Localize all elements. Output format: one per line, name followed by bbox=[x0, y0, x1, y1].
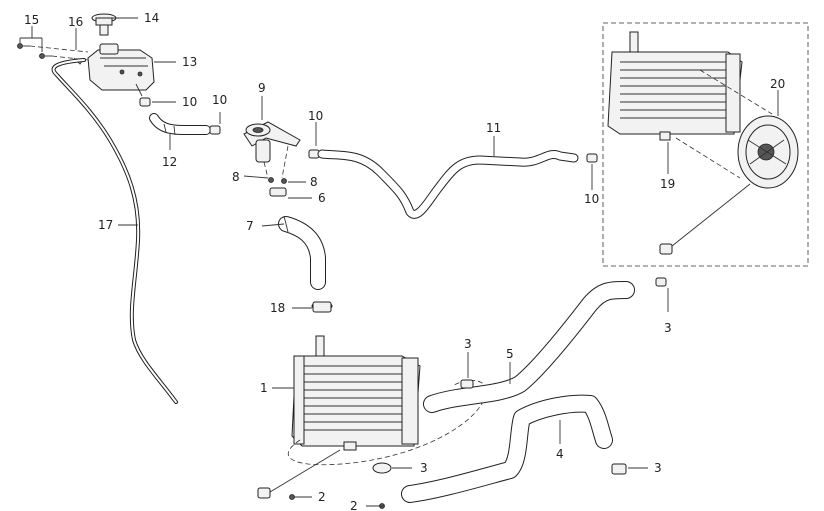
radiator-guide bbox=[287, 380, 487, 466]
reservoir-cap bbox=[91, 13, 117, 36]
leader-lines bbox=[19, 17, 779, 507]
callout-17: 17 bbox=[98, 218, 113, 232]
hose-11 bbox=[317, 149, 579, 219]
callout-4: 4 bbox=[556, 447, 564, 461]
callout-3-c: 3 bbox=[420, 461, 428, 475]
callout-10-c: 10 bbox=[308, 109, 323, 123]
callout-18: 18 bbox=[270, 301, 285, 315]
callout-13: 13 bbox=[182, 55, 197, 69]
callout-19: 19 bbox=[660, 177, 675, 191]
cooling-fan bbox=[659, 69, 799, 255]
callout-10-b: 10 bbox=[212, 93, 227, 107]
callout-10-d: 10 bbox=[584, 192, 599, 206]
filler-neck bbox=[243, 121, 301, 197]
clamp-18 bbox=[311, 301, 333, 313]
callout-9: 9 bbox=[258, 81, 266, 95]
clamps-10 bbox=[139, 97, 598, 163]
callout-10-a: 10 bbox=[182, 95, 197, 109]
callout-6: 6 bbox=[318, 191, 326, 205]
hose-4 bbox=[401, 394, 613, 503]
callout-2-b: 2 bbox=[350, 499, 358, 511]
callout-1: 1 bbox=[260, 381, 268, 395]
callout-15: 15 bbox=[24, 13, 39, 27]
small-hose-12 bbox=[149, 113, 211, 136]
callout-3-d: 3 bbox=[654, 461, 662, 475]
callout-2-a: 2 bbox=[318, 490, 326, 504]
callout-3-b: 3 bbox=[664, 321, 672, 335]
reservoir-tank bbox=[87, 43, 155, 97]
callout-8-b: 8 bbox=[310, 175, 318, 189]
callout-20: 20 bbox=[770, 77, 785, 91]
callout-5: 5 bbox=[506, 347, 514, 361]
callout-16: 16 bbox=[68, 15, 83, 29]
callout-3-a: 3 bbox=[464, 337, 472, 351]
callout-14: 14 bbox=[144, 11, 159, 25]
callout-11: 11 bbox=[486, 121, 501, 135]
callout-8-a: 8 bbox=[232, 170, 240, 184]
main-radiator bbox=[291, 335, 421, 451]
callout-12: 12 bbox=[162, 155, 177, 169]
aux-radiator bbox=[607, 31, 743, 141]
hose-5 bbox=[423, 281, 635, 413]
hose-7 bbox=[278, 215, 326, 290]
radiator-wire bbox=[257, 449, 341, 499]
overflow-hose bbox=[51, 58, 178, 404]
callout-7: 7 bbox=[246, 219, 254, 233]
clamps-3 bbox=[372, 277, 667, 475]
